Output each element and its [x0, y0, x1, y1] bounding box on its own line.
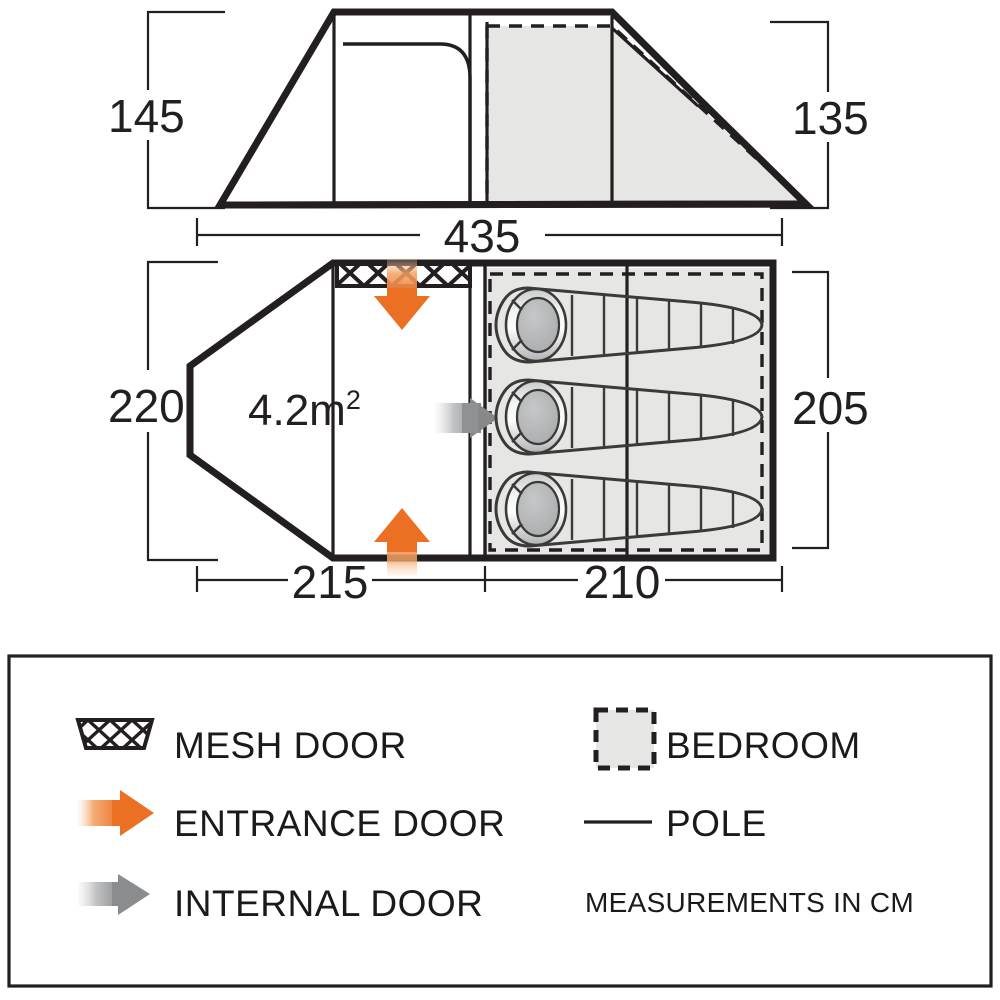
internal-door-arrow[interactable]	[435, 398, 498, 438]
floor-plan-view: 220 205 4.2m2	[108, 258, 869, 576]
dim-210-label: 210	[584, 556, 661, 608]
bedroom-icon-fill	[596, 710, 654, 768]
mesh-door-icon-border	[75, 718, 155, 750]
bag-2-body	[494, 378, 764, 456]
dim-220-label: 220	[108, 380, 185, 432]
dimension-215: 215	[195, 556, 487, 608]
bag-2-hood-folds	[511, 391, 523, 443]
bag-3-opening	[515, 480, 561, 538]
living-area-label: 4.2m2	[248, 385, 361, 435]
legend-label-mesh-door: MESH DOOR	[174, 725, 407, 766]
legend-panel: MESH DOOR ENTRANCE DOOR INTERNAL DOOR	[7, 654, 993, 988]
dimension-210: 210	[485, 556, 784, 608]
dimension-435: 435	[195, 210, 784, 262]
elevation-bedroom-shading	[487, 26, 805, 203]
legend-item-bedroom[interactable]: BEDROOM	[593, 707, 861, 771]
sleeping-bag-2	[494, 378, 764, 456]
legend-label-bedroom: BEDROOM	[666, 725, 861, 766]
entrance-icon-head	[120, 790, 154, 836]
dim-145-label: 145	[108, 90, 185, 142]
living-area-superscript: 2	[346, 385, 361, 415]
legend-measurements-note: MEASUREMENTS IN CM	[585, 887, 914, 918]
mesh-door-icon	[75, 718, 155, 750]
dim-135-label: 135	[792, 92, 869, 144]
dim-145-lower-leg	[146, 140, 225, 210]
bag-2-opening	[515, 388, 561, 446]
bedroom-icon-dashed-border	[593, 707, 657, 771]
legend-label-internal-door: INTERNAL DOOR	[174, 883, 483, 924]
dim-215-label: 215	[292, 556, 369, 608]
legend-label-entrance-door: ENTRANCE DOOR	[174, 803, 505, 844]
elevation-pole-rear-slope	[610, 26, 700, 108]
dim-435-label: 435	[444, 210, 521, 262]
dimension-205: 205	[792, 270, 869, 550]
dim-220-upper-leg	[146, 260, 218, 370]
bag-1-body	[494, 286, 764, 364]
bag-3-hood-folds	[511, 483, 523, 535]
legend-item-pole[interactable]: POLE	[584, 803, 767, 844]
legend-item-mesh-door[interactable]: MESH DOOR	[75, 718, 407, 766]
entrance-door-arrow-icon	[78, 790, 154, 836]
entrance-door-arrow-top[interactable]	[374, 258, 430, 330]
entrance-arrow-top-shaft	[387, 288, 417, 302]
dimension-135: 135	[770, 20, 869, 210]
dim-135-upper-leg	[770, 20, 830, 92]
dim-220-lower-leg	[146, 432, 218, 562]
legend-label-pole: POLE	[666, 803, 767, 844]
sleeping-bag-3	[494, 470, 764, 548]
bedroom-dashed-outline	[488, 272, 764, 552]
internal-arrow-shaft	[462, 403, 478, 433]
legend-item-entrance-door[interactable]: ENTRANCE DOOR	[78, 790, 505, 844]
bag-3-body	[494, 470, 764, 548]
internal-door-arrow-icon	[78, 874, 150, 915]
legend-item-internal-door[interactable]: INTERNAL DOOR	[78, 874, 483, 924]
entrance-door-arrow-bottom[interactable]	[374, 508, 430, 576]
sleeping-bag-1	[494, 286, 764, 364]
elevation-door-outline	[343, 42, 472, 203]
dim-205-lower-leg	[792, 432, 830, 550]
elevation-ground-line	[219, 200, 807, 209]
living-area-value: 4.2m	[248, 386, 346, 435]
internal-icon-head	[118, 874, 150, 915]
bedroom-swatch-icon	[593, 707, 657, 771]
elevation-view: 145 135	[108, 8, 869, 210]
dimension-145: 145	[108, 10, 225, 210]
dim-135-lower-leg	[770, 142, 830, 210]
dim-205-label: 205	[792, 382, 869, 434]
bag-1-opening	[515, 296, 561, 354]
bag-1-hood-folds	[511, 299, 523, 351]
dimension-220: 220	[108, 260, 218, 562]
legend-border	[7, 654, 993, 988]
floor-plan-outline	[186, 259, 777, 562]
dim-205-upper-leg	[792, 270, 830, 378]
entrance-arrow-bottom-head	[374, 508, 430, 552]
mesh-door-icon-fill	[78, 720, 152, 748]
dim-145-upper-leg	[146, 10, 225, 90]
